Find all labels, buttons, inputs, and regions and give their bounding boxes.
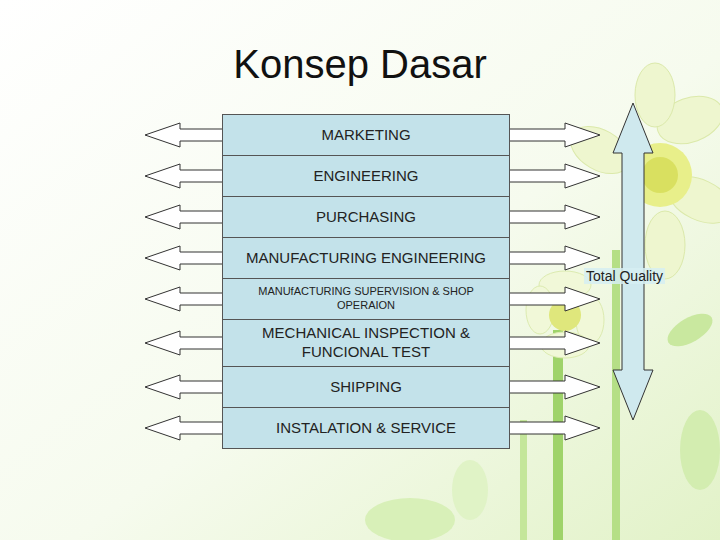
band-label: MARKETING [321, 126, 410, 145]
process-band: MARKETING [222, 114, 510, 156]
side-arrow [498, 123, 600, 147]
side-arrow [498, 246, 600, 270]
band-label: ENGINEERING [313, 167, 418, 186]
axis-label: Total Quality [584, 268, 665, 284]
side-arrow [498, 331, 600, 355]
process-band: PURCHASING [222, 196, 510, 238]
band-label: MECHANICAL INSPECTION & FUNCIONAL TEST [231, 324, 501, 362]
slide-title: Konsep Dasar [0, 42, 720, 87]
process-band: INSTALATION & SERVICE [222, 407, 510, 449]
band-label: MANUFACTURING ENGINEERING [246, 249, 486, 268]
side-arrow [498, 164, 600, 188]
side-arrow [498, 416, 600, 440]
band-label: PURCHASING [316, 208, 416, 227]
process-band: ENGINEERING [222, 155, 510, 197]
band-label: MANUfACTURING SUPERVISION & SHOP OPERAIO… [231, 285, 501, 313]
side-arrow [498, 375, 600, 399]
process-band: MANUfACTURING SUPERVISION & SHOP OPERAIO… [222, 278, 510, 320]
process-band: SHIPPING [222, 366, 510, 408]
total-quality-arrow [613, 103, 653, 420]
process-band: MECHANICAL INSPECTION & FUNCIONAL TEST [222, 319, 510, 367]
process-band: MANUFACTURING ENGINEERING [222, 237, 510, 279]
side-arrow [498, 287, 600, 311]
band-label: SHIPPING [330, 378, 402, 397]
side-arrow [498, 205, 600, 229]
band-label: INSTALATION & SERVICE [276, 419, 456, 438]
